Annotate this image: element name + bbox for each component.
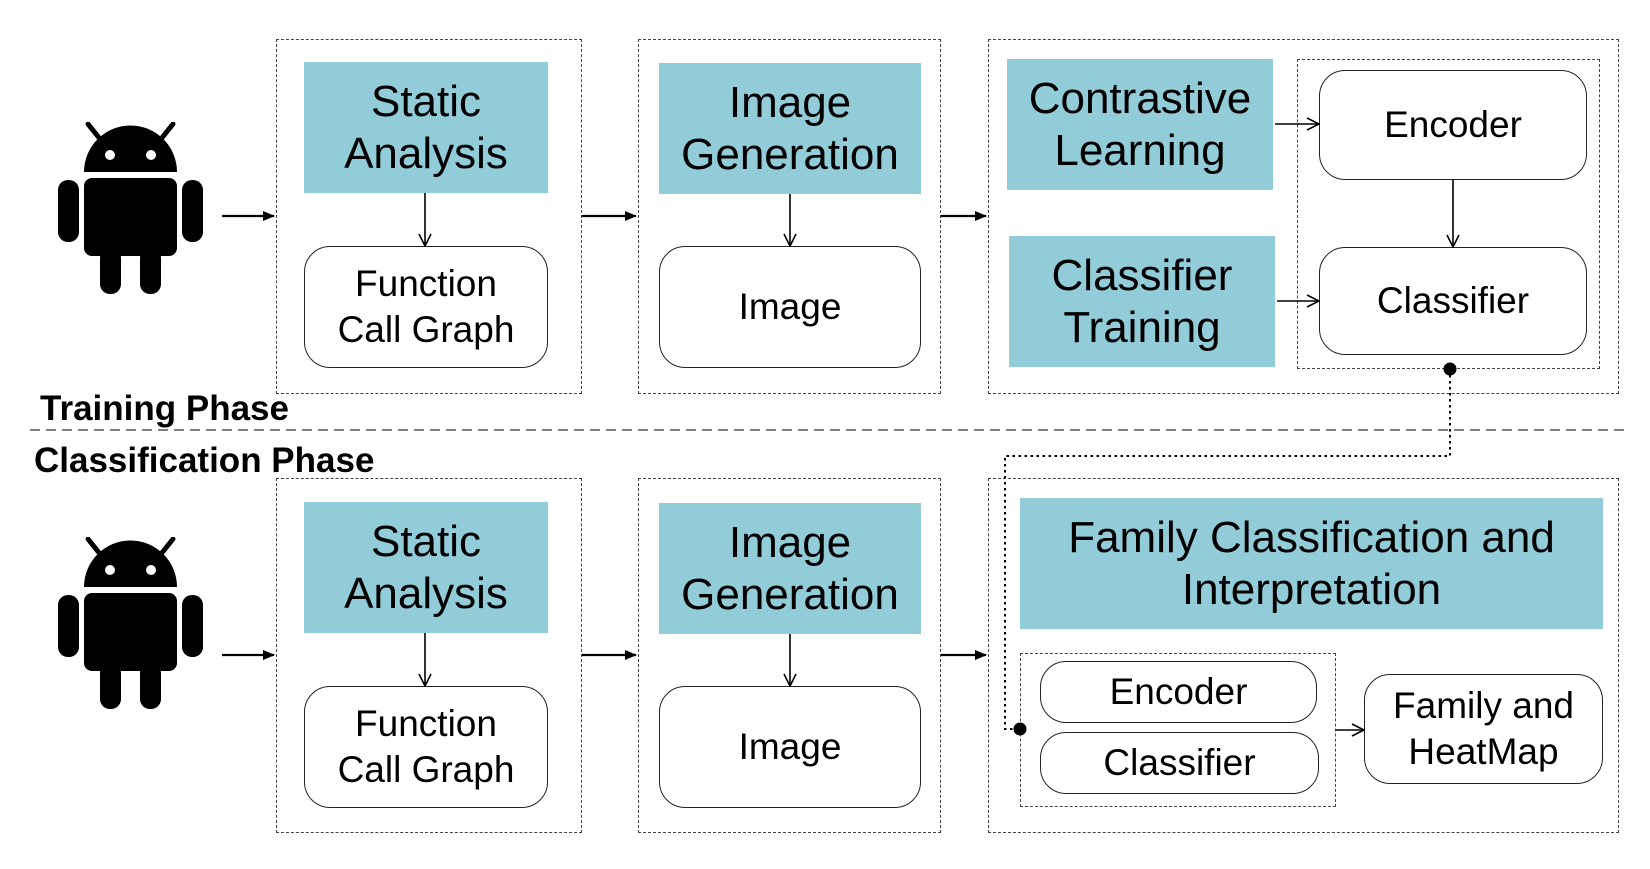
- cls-image-generation-label: Image Generation: [659, 503, 921, 634]
- android-robot-icon: [58, 536, 203, 709]
- android-robot-icon: [58, 121, 203, 294]
- cls-classifier-box: Classifier: [1040, 732, 1319, 794]
- family-interpretation-label: Family Classification and Interpretation: [1020, 498, 1603, 629]
- connector-start-dot: [1443, 362, 1457, 376]
- contrastive-learning-label: Contrastive Learning: [1007, 59, 1273, 190]
- classifier-training-label: Classifier Training: [1009, 236, 1275, 367]
- training-phase-label: Training Phase: [40, 389, 289, 428]
- classification-phase-label: Classification Phase: [34, 441, 375, 480]
- train-encoder-box: Encoder: [1319, 70, 1587, 180]
- cls-image-box: Image: [659, 686, 921, 808]
- train-static-analysis-label: Static Analysis: [304, 62, 548, 193]
- train-image-box: Image: [659, 246, 921, 368]
- train-function-call-graph-box: Function Call Graph: [304, 246, 548, 368]
- cls-family-stage: [988, 478, 1619, 833]
- cls-image-generation-stage: [638, 478, 941, 833]
- model-transfer-connector: [1004, 369, 1451, 730]
- cls-static-analysis-label: Static Analysis: [304, 502, 548, 633]
- train-learning-stage: [988, 39, 1619, 394]
- train-image-generation-stage: [638, 39, 941, 394]
- cls-static-analysis-stage: [276, 478, 582, 833]
- cls-encoder-box: Encoder: [1040, 661, 1317, 723]
- train-static-analysis-stage: [276, 39, 582, 394]
- connector-end-dot: [1013, 722, 1027, 736]
- family-heatmap-box: Family and HeatMap: [1364, 674, 1603, 784]
- cls-function-call-graph-box: Function Call Graph: [304, 686, 548, 808]
- train-image-generation-label: Image Generation: [659, 63, 921, 194]
- train-classifier-box: Classifier: [1319, 247, 1587, 355]
